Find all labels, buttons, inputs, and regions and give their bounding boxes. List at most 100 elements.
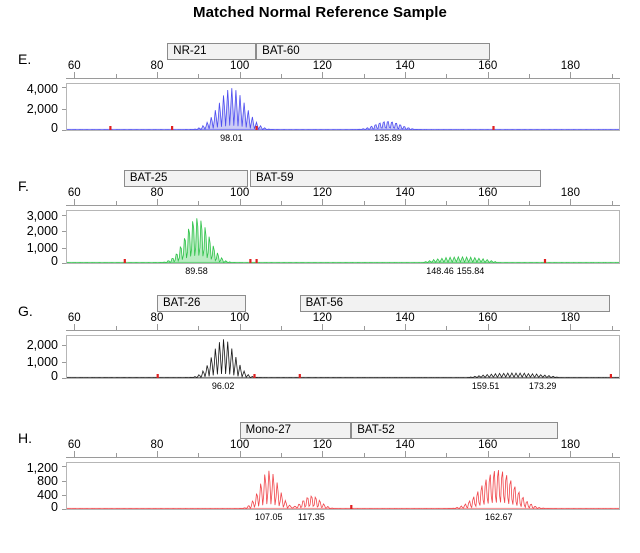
x-axis-tick-label: 60 <box>67 439 81 451</box>
x-axis-tick-minor <box>611 74 613 79</box>
marker-bar-bat-26[interactable]: BAT-26 <box>156 295 246 312</box>
x-axis-tick-major <box>487 324 489 331</box>
peak-label: 173.29 <box>528 381 557 391</box>
x-axis-tick-major <box>156 451 158 458</box>
y-axis-tick-label: 1,000 <box>26 240 58 255</box>
x-axis-tick-label: 80 <box>150 187 164 199</box>
x-axis-line <box>66 457 620 458</box>
x-axis-tick-minor <box>280 74 282 79</box>
x-axis-tick-major <box>405 324 406 331</box>
x-axis-tick-major <box>570 324 572 331</box>
y-axis-tick <box>62 109 66 111</box>
x-axis-tick-minor <box>611 201 613 206</box>
marker-bar-bat-25[interactable]: BAT-25 <box>123 170 248 187</box>
x-axis-tick-label: 120 <box>312 60 332 72</box>
y-axis-tick-label: 0 <box>51 369 58 383</box>
x-axis-tick-minor <box>529 201 531 206</box>
marker-bar-label: BAT-59 <box>255 172 294 184</box>
x-axis-tick-major <box>322 199 324 206</box>
x-axis-tick-major <box>405 199 406 206</box>
y-axis-tick <box>62 87 66 89</box>
y-axis-tick <box>62 480 66 482</box>
marker-bar-label: BAT-60 <box>262 45 300 57</box>
marker-bar-label: BAT-56 <box>305 297 344 309</box>
x-axis-tick-major <box>239 324 241 331</box>
x-axis-tick-major <box>322 451 324 458</box>
x-axis-tick-minor <box>529 74 531 79</box>
y-axis-tick-label: 1,200 <box>26 461 58 475</box>
x-axis-tick-major <box>74 72 76 79</box>
trace-plot[interactable] <box>66 83 620 131</box>
y-axis-tick-label: 4,000 <box>26 82 58 96</box>
x-axis-tick-minor <box>446 201 448 206</box>
x-axis-line <box>66 78 620 79</box>
x-axis-tick-minor <box>115 453 117 458</box>
y-axis-tick <box>62 214 66 216</box>
peak-label: 162.67 <box>484 512 513 522</box>
x-axis-tick-label: 160 <box>478 439 498 451</box>
x-axis-tick-label: 60 <box>67 187 81 199</box>
x-axis-tick-minor <box>363 453 365 458</box>
x-axis-tick-minor <box>115 201 117 206</box>
x-axis-tick-label: 120 <box>312 439 332 451</box>
x-axis-tick-minor <box>446 74 448 79</box>
marker-bar-bat-56[interactable]: BAT-56 <box>299 295 610 312</box>
x-axis-tick-major <box>156 199 158 206</box>
y-axis-tick <box>62 362 66 364</box>
x-axis-tick-major <box>74 199 76 206</box>
x-axis-tick-major <box>487 72 489 79</box>
x-axis-line <box>66 205 620 206</box>
x-axis-tick-major <box>405 72 406 79</box>
y-axis-tick-label: 0 <box>51 121 58 135</box>
peak-label: 155.84 <box>456 266 485 276</box>
trace-plot[interactable] <box>66 462 620 510</box>
x-axis-tick-label: 100 <box>230 60 250 72</box>
marker-bar-label: BAT-52 <box>357 424 395 436</box>
x-axis-tick-major <box>239 199 241 206</box>
y-axis-tick <box>62 466 66 468</box>
x-axis-tick-minor <box>115 74 117 79</box>
marker-bar-bat-60[interactable]: BAT-60 <box>256 43 490 60</box>
x-axis-tick-label: 160 <box>478 60 498 72</box>
x-axis-tick-major <box>570 199 572 206</box>
x-axis-tick-label: 120 <box>312 312 332 324</box>
panel-letter: H. <box>18 430 32 446</box>
marker-bar-bat-52[interactable]: BAT-52 <box>351 422 558 439</box>
x-axis-tick-label: 120 <box>312 187 332 199</box>
x-axis-tick-label: 80 <box>150 312 164 324</box>
x-axis-tick-label: 100 <box>230 439 250 451</box>
x-axis-tick-major <box>74 451 76 458</box>
x-axis-tick-major <box>570 72 572 79</box>
trace-plot[interactable] <box>66 210 620 264</box>
x-axis-tick-label: 140 <box>395 60 415 72</box>
peak-label: 148.46 <box>426 266 454 276</box>
x-axis-tick-label: 180 <box>560 312 580 324</box>
marker-bar-nr-21[interactable]: NR-21 <box>167 43 257 60</box>
x-axis-tick-label: 80 <box>150 60 164 72</box>
x-axis-tick-minor <box>198 74 200 79</box>
x-axis-tick-label: 180 <box>560 60 580 72</box>
x-axis-tick-minor <box>446 326 448 331</box>
y-axis-tick-label: 0 <box>51 500 58 514</box>
x-axis-tick-minor <box>280 201 282 206</box>
x-axis-tick-minor <box>198 453 200 458</box>
y-axis-tick-label: 2,000 <box>26 338 58 353</box>
x-axis-tick-major <box>487 451 489 458</box>
trace-plot[interactable] <box>66 335 620 379</box>
x-axis-tick-minor <box>198 326 200 331</box>
marker-bar-bat-59[interactable]: BAT-59 <box>249 170 542 187</box>
y-axis-tick-label: 1,000 <box>26 355 58 370</box>
x-axis-tick-minor <box>363 74 365 79</box>
x-axis-tick-label: 160 <box>478 187 498 199</box>
marker-bar-label: NR-21 <box>173 45 207 57</box>
marker-bar-mono-27[interactable]: Mono-27 <box>239 422 352 439</box>
x-axis-tick-label: 160 <box>478 312 498 324</box>
y-axis-tick-label: 400 <box>37 488 58 503</box>
x-axis-tick-major <box>239 72 241 79</box>
x-axis-tick-major <box>322 72 324 79</box>
x-axis-tick-minor <box>198 201 200 206</box>
